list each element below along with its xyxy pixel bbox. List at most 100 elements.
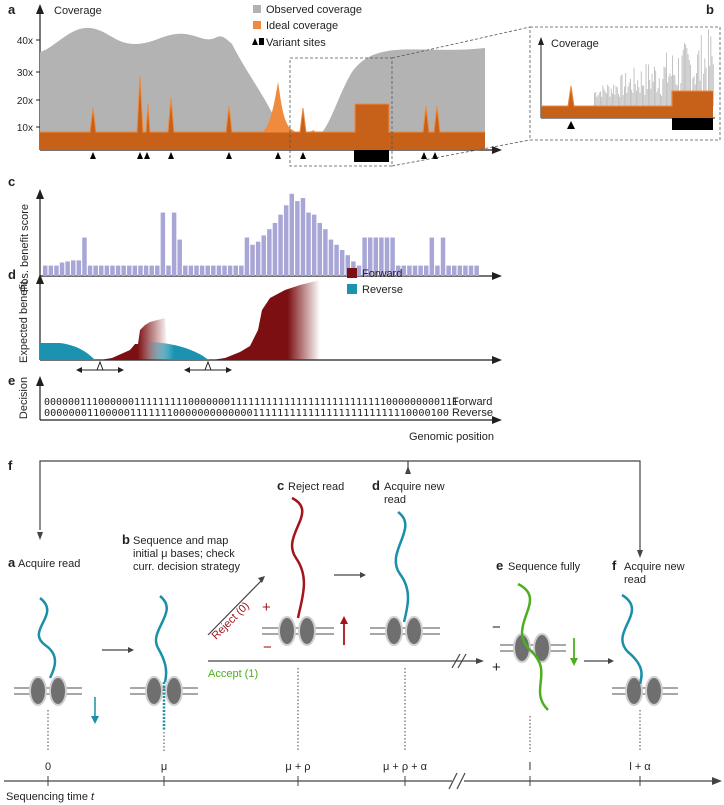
coverage-legend: Observed coverage Ideal coverage Variant… — [252, 4, 362, 49]
benefit-bar — [295, 201, 300, 276]
zoom-spike — [606, 93, 607, 106]
zoom-spike — [711, 56, 713, 106]
zoom-spike — [684, 42, 685, 106]
loop-arrow — [39, 460, 641, 550]
benefit-bar — [435, 265, 440, 276]
zoom-spike — [651, 73, 653, 106]
benefit-bar — [457, 265, 463, 276]
zoom-spike — [644, 95, 646, 106]
zoom-spike — [657, 88, 659, 106]
benefit-bar — [199, 265, 205, 276]
zoom-spike — [631, 89, 633, 106]
step-d: d Acquire new read — [372, 478, 445, 506]
time-tick-mu-rho: μ + ρ — [285, 761, 310, 773]
expected-axis-label: Expected benefit — [18, 281, 30, 363]
legend-swatch-observed — [253, 5, 261, 13]
read-a — [37, 597, 57, 679]
benefit-bar — [261, 235, 266, 276]
read-b — [154, 595, 168, 683]
decision-axis-label: Decision — [18, 377, 30, 419]
zoom-spike — [678, 58, 679, 106]
benefit-bar — [166, 265, 171, 276]
svg-text:b: b — [122, 532, 130, 547]
svg-text:f: f — [612, 558, 617, 573]
step-f: f Acquire new read — [612, 558, 685, 586]
zoom-spike — [640, 71, 642, 106]
benefit-bar — [132, 265, 138, 276]
time-axis-ticks — [47, 776, 641, 786]
benefit-bar — [384, 237, 390, 276]
zoom-spike — [661, 95, 663, 106]
benefit-bar — [468, 265, 474, 276]
zoom-spike — [655, 70, 657, 106]
zoom-spike — [705, 67, 707, 106]
reverse-row-label: Reverse — [452, 407, 493, 419]
benefit-bar — [59, 262, 65, 276]
benefit-bar — [227, 265, 233, 276]
zoom-spike — [688, 60, 690, 106]
zoom-spike — [643, 85, 645, 106]
benefit-bar — [76, 260, 82, 276]
zoom-spike — [662, 79, 664, 106]
legend-swatch-ideal — [253, 21, 261, 29]
zoom-spike — [613, 84, 615, 106]
zoom-spike — [595, 92, 597, 106]
benefit-bar — [267, 229, 272, 276]
zoom-spike — [601, 96, 603, 106]
svg-text:c: c — [277, 478, 284, 493]
zoom-ideal-band — [541, 86, 713, 118]
benefit-bar — [216, 265, 222, 276]
ideal-coverage-outline — [40, 75, 485, 133]
zoom-spike — [636, 90, 637, 106]
zoom-spike — [621, 74, 623, 106]
zoom-spike — [682, 49, 684, 106]
legend-forward: Forward — [362, 268, 402, 280]
step-b-label-3: curr. decision strategy — [133, 561, 240, 573]
zoom-spike — [600, 91, 601, 106]
legend-triangle-icon — [252, 38, 258, 45]
zoom-region — [289, 57, 393, 167]
svg-text:a: a — [8, 555, 16, 570]
variant-block — [354, 150, 389, 162]
legend-block-icon — [259, 38, 264, 45]
forward-row-label: Forward — [452, 396, 492, 408]
benefit-bar — [82, 237, 87, 276]
zoom-spike — [642, 85, 643, 106]
legend-variant: Variant sites — [266, 37, 326, 49]
accepted-read — [517, 582, 549, 711]
plus-sign-e: + — [492, 659, 501, 676]
benefit-bar — [440, 237, 446, 276]
tick-30x: 30x — [17, 68, 33, 79]
legend-forward-swatch — [347, 268, 357, 278]
nanopore-f — [612, 676, 678, 706]
zoom-spike — [614, 94, 616, 106]
step-b-label-2: initial μ bases; check — [133, 548, 235, 560]
benefit-bar — [328, 239, 334, 276]
threshold-arrows — [76, 360, 232, 373]
time-axis-break — [448, 772, 466, 790]
time-tick-l-alpha: l + α — [629, 761, 651, 773]
forward-benefit-region-2 — [212, 280, 320, 360]
zoom-spike — [703, 73, 705, 106]
new-read-d — [394, 510, 410, 623]
benefit-bar — [54, 265, 59, 276]
time-markers — [47, 668, 641, 752]
panel-f-letter: f — [8, 458, 13, 473]
zoom-spike — [630, 78, 631, 106]
zoom-spike — [626, 92, 628, 106]
zoom-spike — [670, 76, 672, 106]
benefit-bar — [211, 265, 216, 276]
zoom-spike — [698, 50, 700, 106]
zoom-spike — [639, 92, 641, 106]
step-d-label-2: read — [384, 494, 406, 506]
rejected-read — [290, 496, 306, 619]
benefit-bar — [255, 241, 261, 276]
nanopore-a — [14, 676, 82, 706]
benefit-bar — [373, 237, 379, 276]
benefit-bar — [93, 265, 98, 276]
tick-20x: 20x — [17, 96, 33, 107]
zoom-spike — [652, 81, 654, 106]
benefit-bar — [194, 265, 199, 276]
zoom-spike — [660, 94, 661, 106]
